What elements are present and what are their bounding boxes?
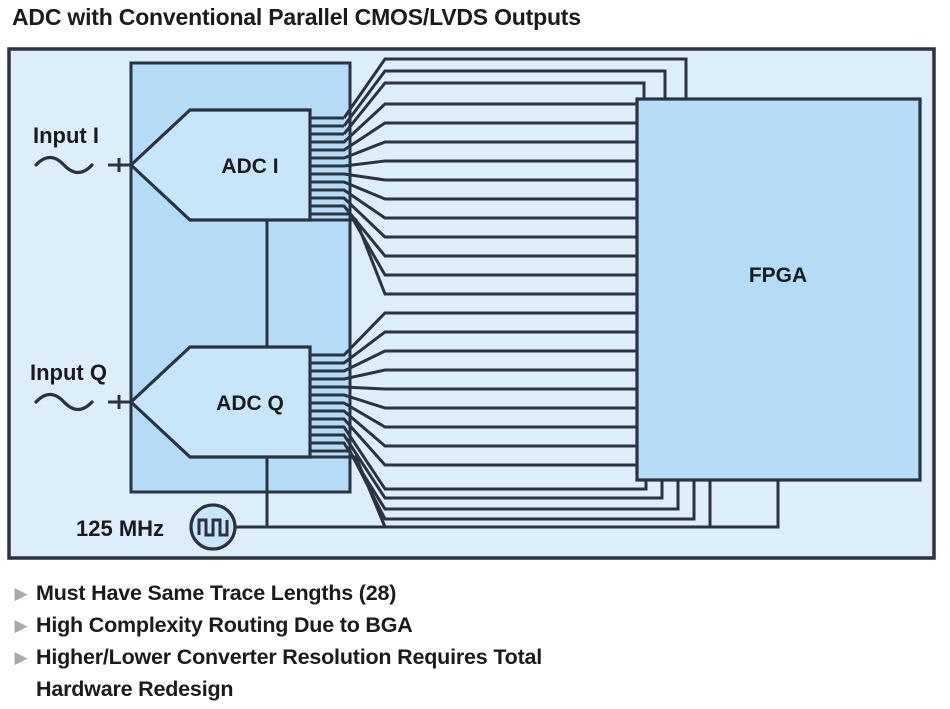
adc-q-pins bbox=[310, 353, 350, 453]
sine-wave-icon-q bbox=[34, 392, 94, 412]
bullet-text: Higher/Lower Converter Resolution Requir… bbox=[36, 645, 543, 669]
fpga-block bbox=[635, 97, 922, 482]
bullet-text-continuation: Hardware Redesign bbox=[36, 677, 234, 701]
bullet-text: High Complexity Routing Due to BGA bbox=[36, 613, 413, 637]
adc-q-label: ADC Q bbox=[216, 392, 284, 415]
bullet-triangle-icon: ▶ bbox=[14, 648, 28, 667]
list-item: ▶ Higher/Lower Converter Resolution Requ… bbox=[0, 642, 950, 673]
clock-bus-line bbox=[235, 480, 780, 529]
fpga-label: FPGA bbox=[749, 264, 807, 287]
list-item: ▶ High Complexity Routing Due to BGA bbox=[0, 610, 950, 641]
adc-i-pins bbox=[310, 116, 350, 216]
input-q-label: Input Q bbox=[30, 360, 107, 385]
bullet-list: ▶ Must Have Same Trace Lengths (28) ▶ Hi… bbox=[0, 578, 950, 705]
adc-i-label: ADC I bbox=[221, 155, 278, 178]
diagram-svg: Input I ADC I Input Q ADC Q FPGA bbox=[7, 47, 936, 560]
list-item: ▶ Must Have Same Trace Lengths (28) bbox=[0, 578, 950, 609]
clock-label: 125 MHz bbox=[76, 516, 164, 541]
bullet-text: Must Have Same Trace Lengths (28) bbox=[36, 581, 397, 605]
square-wave-icon bbox=[197, 518, 229, 537]
sine-wave-icon-i bbox=[34, 155, 94, 175]
input-i-label: Input I bbox=[33, 123, 99, 148]
bullet-triangle-icon: ▶ bbox=[14, 584, 28, 603]
page-title: ADC with Conventional Parallel CMOS/LVDS… bbox=[12, 4, 581, 30]
bullet-triangle-icon: ▶ bbox=[14, 616, 28, 635]
